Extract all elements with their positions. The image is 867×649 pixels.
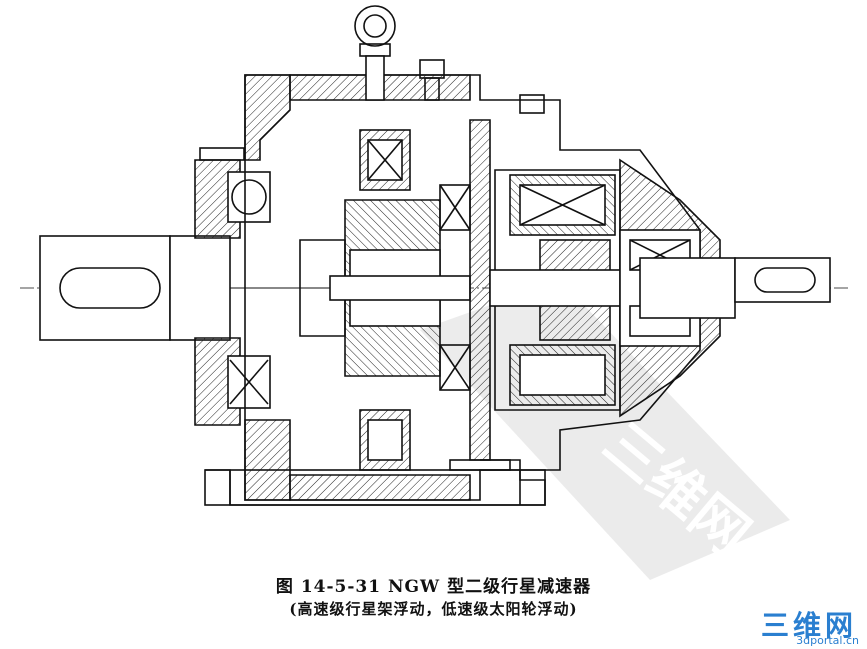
figure-caption-title: 图 14-5-31 NGW 型二级行星减速器	[275, 577, 592, 597]
watermark-url: 3dportal.cn	[796, 634, 859, 647]
reducer-section-view	[20, 5, 850, 506]
watermark-logo: 三维网	[760, 609, 857, 642]
figure-caption-subtitle: (高速级行星架浮动，低速级太阳轮浮动)	[289, 600, 578, 618]
